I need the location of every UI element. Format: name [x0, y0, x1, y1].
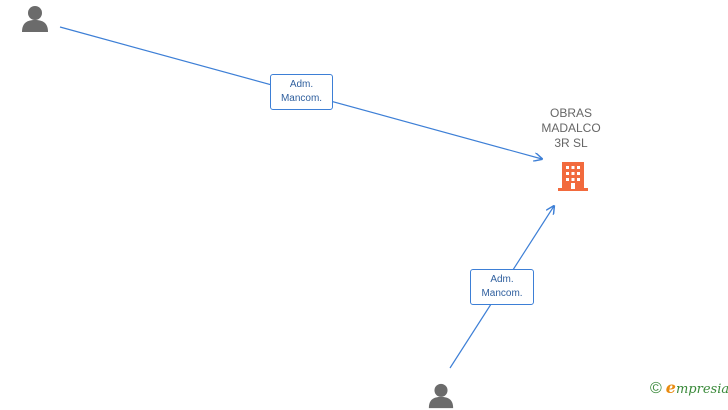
company-name-line: MADALCO: [541, 121, 601, 135]
relation-label[interactable]: Adm. Mancom.: [270, 74, 333, 110]
company-name-line: 3R SL: [554, 136, 588, 150]
brand-logo: empresia: [665, 378, 728, 398]
person-icon[interactable]: [427, 382, 455, 410]
brand-watermark: © empresia: [650, 380, 728, 398]
relation-label[interactable]: Adm. Mancom.: [470, 269, 534, 305]
building-icon[interactable]: [557, 160, 589, 192]
relationship-graph: [59, 26, 728, 369]
relation-label-line: Adm.: [289, 79, 314, 90]
relation-label-line: Mancom.: [481, 288, 523, 299]
relation-label-line: Adm.: [490, 274, 514, 285]
company-name[interactable]: OBRAS MADALCO 3R SL: [530, 106, 612, 151]
person-icon[interactable]: [20, 4, 50, 34]
relation-label-line: Mancom.: [280, 93, 323, 104]
company-name-line: OBRAS: [549, 106, 592, 120]
copyright-icon: ©: [650, 380, 662, 397]
